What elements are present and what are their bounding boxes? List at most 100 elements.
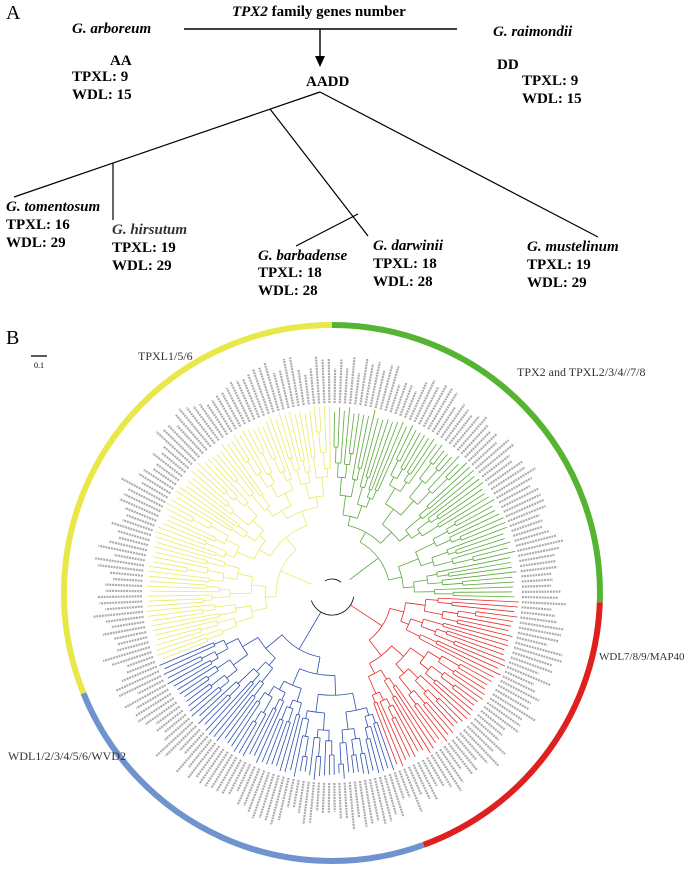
stem-branch <box>442 582 463 586</box>
leaf-branch <box>395 684 436 743</box>
stem-branch <box>223 577 237 580</box>
tip-label-texture <box>431 392 458 433</box>
tip-label-texture <box>117 641 149 652</box>
stem-branch <box>417 520 430 530</box>
stem-branch <box>236 551 255 560</box>
leaf-branch <box>451 541 511 560</box>
leaf-branch <box>276 722 291 767</box>
tip-label-texture <box>512 525 543 537</box>
leaf-branch <box>435 700 458 724</box>
stem-branch <box>424 610 443 615</box>
stem-branch <box>280 570 301 580</box>
stem-branch <box>399 533 409 542</box>
leaf-branch <box>435 453 448 469</box>
parent-right-name: G. raimondii <box>493 24 573 40</box>
stem-branch <box>350 479 356 497</box>
leaf-branch <box>216 454 239 480</box>
tip-label-texture <box>520 611 556 617</box>
leaf-branch <box>453 643 506 667</box>
species-tree <box>13 91 599 247</box>
node-arc <box>292 699 302 704</box>
tip-label-texture <box>109 571 143 577</box>
stem-branch <box>388 677 395 687</box>
tip-label-texture <box>204 751 229 787</box>
tip-label-texture <box>483 705 519 734</box>
stem-branch <box>403 473 410 481</box>
tip-label-texture <box>364 363 374 407</box>
tip-label-texture <box>521 606 552 611</box>
tip-label-texture <box>408 382 428 421</box>
leaf-branch <box>423 693 454 727</box>
tip-label-texture <box>505 498 545 518</box>
stem-branch <box>419 462 432 479</box>
leaf-branch <box>454 640 506 661</box>
leaf-branch <box>220 450 254 494</box>
node-arc <box>300 459 305 462</box>
tip-label-texture <box>210 754 234 789</box>
node-arc <box>398 668 409 678</box>
leaf-branch <box>148 609 203 617</box>
tree-branches <box>146 405 519 780</box>
node-arc <box>368 608 391 641</box>
leaf-branch <box>359 753 365 774</box>
tip-label-texture <box>243 768 261 807</box>
stem-branch <box>356 468 360 481</box>
tip-label-texture <box>384 365 400 412</box>
leaf-branch <box>151 613 219 627</box>
stem-branch <box>261 667 274 683</box>
stem-branch <box>210 525 229 537</box>
leaf-branch <box>456 538 505 555</box>
leaf-branch <box>454 499 495 523</box>
tip-label-texture <box>407 766 423 796</box>
leaf-branch <box>438 456 452 472</box>
tip-label-texture <box>321 359 326 404</box>
node-arc <box>271 457 276 460</box>
leaf-branch <box>456 505 493 527</box>
stem-branch <box>225 638 239 645</box>
stem-branch <box>237 573 253 578</box>
leaf-branch <box>445 463 459 478</box>
node-arc <box>265 661 273 669</box>
node-arc <box>431 557 435 567</box>
node-arc <box>418 634 422 639</box>
leaf-branch <box>452 601 518 608</box>
leaf-branch <box>227 443 264 495</box>
tip-label-texture <box>113 553 145 562</box>
stem-branch <box>215 539 225 544</box>
title-gene: TPX2 <box>232 4 268 20</box>
tip-label-texture <box>236 763 252 792</box>
stem-branch <box>352 693 357 711</box>
leaf-branch <box>156 542 226 563</box>
leaf-branch <box>159 642 214 666</box>
tip-label-texture <box>278 370 290 409</box>
leaf-branch <box>153 561 188 569</box>
node-arc <box>252 720 257 724</box>
leaf-branch <box>400 432 421 469</box>
tip-label-texture <box>379 365 394 410</box>
node-arc <box>209 683 213 688</box>
tip-label-texture <box>292 779 300 808</box>
tip-label-texture <box>102 626 146 636</box>
leaf-branch <box>436 557 511 573</box>
tip-label-texture <box>501 487 539 509</box>
leaf-branch <box>422 475 475 520</box>
tip-label-texture <box>389 384 401 413</box>
stem-branch <box>345 711 349 730</box>
stem-branch <box>270 485 278 498</box>
leaf-branch <box>360 409 376 469</box>
leaf-branch <box>304 414 312 458</box>
stem-branch <box>362 557 379 570</box>
tip-label-texture <box>286 778 295 808</box>
stem-branch <box>296 688 302 702</box>
stem-branch <box>441 617 458 622</box>
leaf-branch <box>205 680 252 731</box>
leaf-branch <box>458 667 488 686</box>
stem-branch <box>247 461 257 476</box>
leaf-branch <box>179 675 207 695</box>
stem-branch <box>430 665 443 675</box>
leaf-branch <box>233 435 250 461</box>
stem-branch <box>448 551 457 555</box>
leaf-branch <box>417 702 448 742</box>
stem-branch <box>269 473 275 484</box>
tip-label-texture <box>495 688 529 711</box>
